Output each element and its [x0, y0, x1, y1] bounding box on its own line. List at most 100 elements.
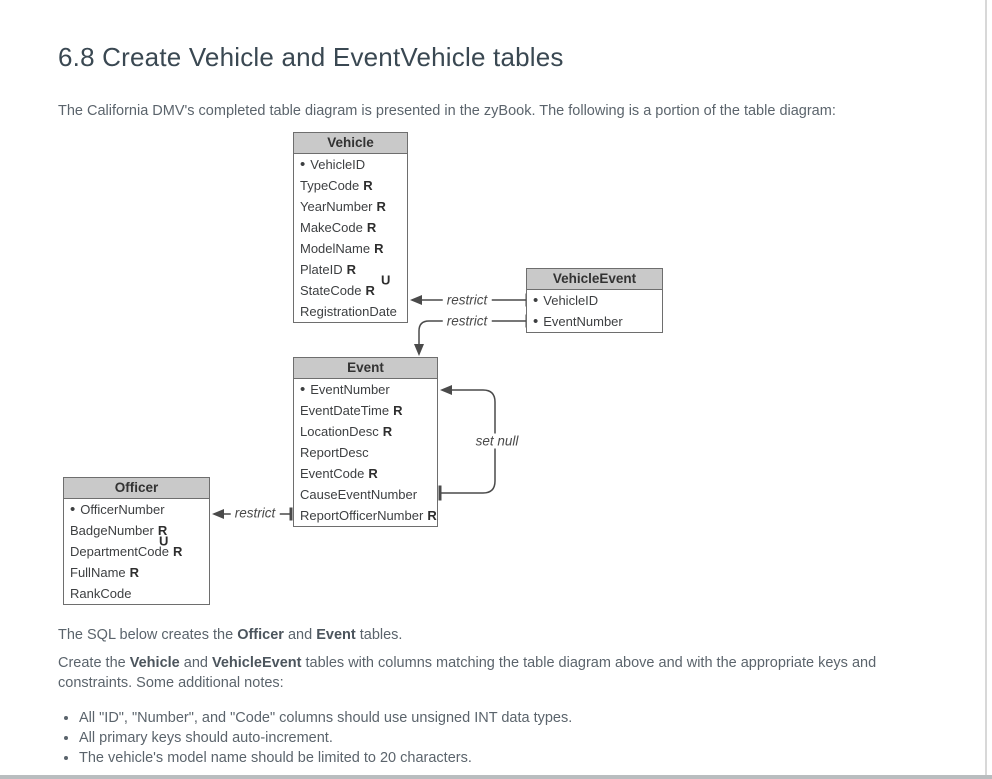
note-item: All "ID", "Number", and "Code" columns s…: [79, 708, 939, 728]
column-name: MakeCode: [300, 220, 363, 235]
required-marker: R: [374, 241, 384, 256]
required-marker: R: [363, 178, 373, 193]
column-name: ModelName: [300, 241, 371, 256]
relationship-label-restrict-officer: restrict: [230, 505, 280, 521]
table-column-row: • VehicleID: [527, 290, 662, 311]
column-name: ReportDesc: [300, 445, 369, 460]
relationship-label-restrict-vehicle: restrict: [442, 292, 492, 308]
unique-constraint-label-officer: U: [159, 533, 169, 549]
required-marker: R: [382, 424, 393, 439]
text: Create the: [58, 655, 130, 671]
required-marker: R: [129, 565, 140, 580]
arrowhead: [212, 509, 224, 519]
column-name: YearNumber: [300, 199, 373, 214]
primary-key-bullet: •: [533, 292, 539, 309]
sql-paragraph: The SQL below creates the Officer and Ev…: [58, 625, 958, 645]
required-marker: R: [393, 403, 403, 418]
table-column-row: ReportDesc: [294, 442, 437, 463]
emphasized-text: Vehicle: [129, 655, 180, 671]
required-marker: R: [157, 523, 168, 538]
column-name: ReportOfficerNumber: [300, 508, 424, 523]
unique-constraint-label-vehicle: U: [381, 272, 391, 288]
table-column-row: RegistrationDate: [294, 301, 407, 322]
required-marker: R: [368, 466, 378, 481]
required-marker: R: [346, 262, 357, 277]
arrowhead: [414, 344, 424, 356]
note-item: All primary keys should auto-increment.: [79, 728, 939, 748]
relationship-label-set-null: set null: [471, 433, 523, 449]
text: The SQL below creates the: [58, 627, 238, 643]
required-marker: R: [366, 220, 377, 235]
relationship-label-restrict-event: restrict: [442, 313, 492, 329]
table-column-row: • EventNumber: [294, 379, 437, 400]
text: and: [283, 627, 317, 643]
table-column-row: • EventNumber: [527, 311, 662, 332]
text: tables.: [355, 627, 403, 643]
column-name: RankCode: [70, 586, 132, 601]
table-header: Event: [294, 358, 437, 379]
table-header: Vehicle: [294, 133, 407, 154]
notes-list: All "ID", "Number", and "Code" columns s…: [79, 708, 939, 768]
required-marker: R: [365, 283, 375, 298]
column-name: VehicleID: [310, 157, 366, 172]
column-name: PlateID: [300, 262, 343, 277]
column-name: FullName: [70, 565, 126, 580]
emphasized-text: Event: [316, 627, 356, 643]
required-marker: R: [427, 508, 437, 523]
table-column-row: DepartmentCode R: [64, 541, 209, 562]
arrowhead: [410, 295, 422, 305]
column-name: RegistrationDate: [300, 304, 397, 319]
emphasized-text: VehicleEvent: [211, 655, 302, 671]
column-name: DepartmentCode: [70, 544, 169, 559]
table-vehicleevent: VehicleEvent • VehicleID • EventNumber: [526, 268, 663, 333]
intro-paragraph: The California DMV's completed table dia…: [58, 103, 836, 119]
text: and: [179, 655, 212, 671]
column-name: EventNumber: [310, 382, 390, 397]
note-item: The vehicle's model name should be limit…: [79, 748, 939, 768]
table-column-row: • VehicleID: [294, 154, 407, 175]
table-column-row: CauseEventNumber: [294, 484, 437, 505]
required-marker: R: [173, 544, 183, 559]
page-right-border: [985, 0, 987, 779]
column-name: VehicleID: [543, 293, 599, 308]
page-title: 6.8 Create Vehicle and EventVehicle tabl…: [58, 42, 564, 72]
table-header: Officer: [64, 478, 209, 499]
table-header: VehicleEvent: [527, 269, 662, 290]
column-name: TypeCode: [300, 178, 360, 193]
primary-key-bullet: •: [300, 381, 306, 398]
column-name: StateCode: [300, 283, 362, 298]
required-marker: R: [376, 199, 386, 214]
emphasized-text: Officer: [237, 627, 284, 643]
text: tables with columns matching the table d…: [58, 655, 877, 691]
restrict-line-event: [418, 320, 526, 345]
column-name: OfficerNumber: [80, 502, 165, 517]
primary-key-bullet: •: [300, 156, 306, 173]
primary-key-bullet: •: [533, 313, 539, 330]
column-name: LocationDesc: [300, 424, 379, 439]
column-name: EventDateTime: [300, 403, 390, 418]
arrowhead: [440, 385, 452, 395]
column-name: CauseEventNumber: [300, 487, 418, 502]
primary-key-bullet: •: [70, 501, 76, 518]
column-name: EventCode: [300, 466, 365, 481]
create-paragraph: Create the Vehicle and VehicleEvent tabl…: [58, 653, 946, 693]
page-bottom-border: [0, 775, 992, 779]
column-name: EventNumber: [543, 314, 623, 329]
table-column-row: RankCode: [64, 583, 209, 604]
